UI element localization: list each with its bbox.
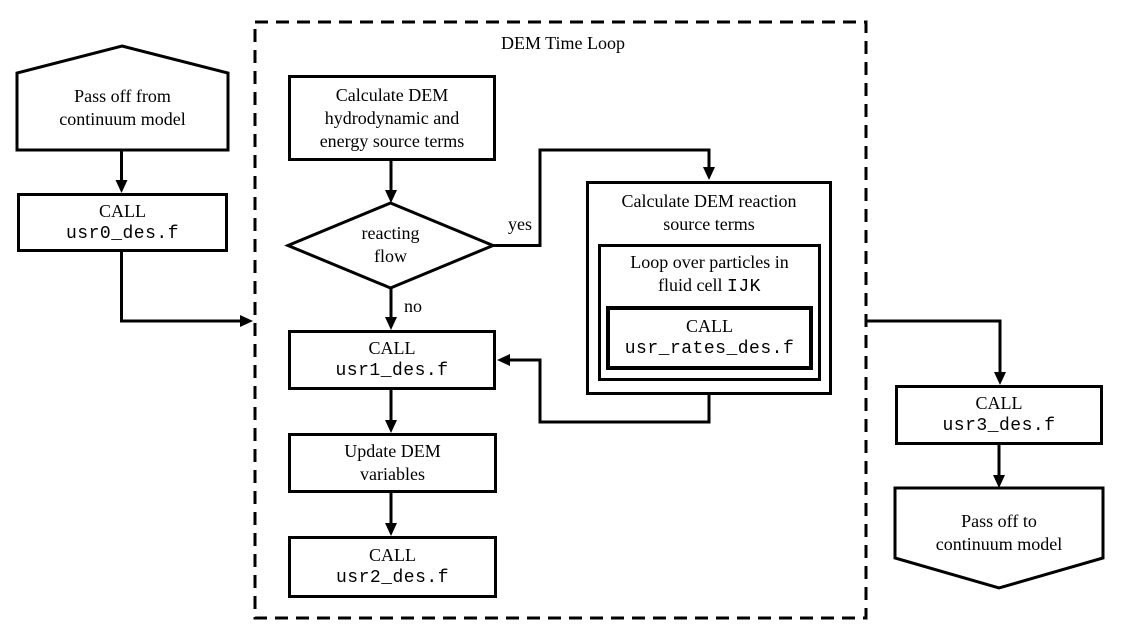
arrow-reaction-to-usr1	[497, 354, 711, 424]
decision-line1: reacting	[361, 223, 420, 243]
usr2-call-label: CALL	[369, 545, 416, 565]
update-line2: variables	[360, 464, 425, 484]
usr1-code-label: usr1_des.f	[335, 361, 449, 381]
calc-line1: Calculate DEM	[335, 84, 449, 105]
decision-line2: flow	[374, 246, 407, 266]
usr0-code-label: usr0_des.f	[65, 223, 180, 244]
reaction-line1: Calculate DEM reaction	[621, 191, 797, 211]
no-label: no	[404, 296, 422, 316]
usr0-box: CALL usr0_des.f	[17, 193, 228, 252]
arrow-usr0-to-loop	[120, 252, 253, 327]
dem-time-loop-title: DEM Time Loop	[500, 33, 626, 53]
usr1-call-label: CALL	[368, 338, 416, 358]
arrow-yes-to-reaction	[493, 148, 715, 247]
arrow-loop-to-usr3	[865, 319, 1006, 385]
usr-rates-call-label: CALL	[686, 316, 733, 336]
pass-to-shape	[893, 486, 1105, 590]
reaction-source-box: Calculate DEM reaction source terms Loop…	[586, 181, 832, 395]
pass-to-line1: Pass off to	[961, 511, 1037, 531]
pass-from-shape	[15, 44, 230, 152]
particle-loop-line2: fluid cell IJK	[658, 274, 761, 299]
reaction-line2: source terms	[663, 214, 755, 234]
particle-loop-box: Loop over particles in fluid cell IJK CA…	[598, 244, 821, 381]
usr0-call-label: CALL	[99, 200, 146, 221]
pass-from-line1: Pass off from	[74, 86, 171, 106]
usr3-box: CALL usr3_des.f	[895, 385, 1103, 445]
update-line1: Update DEM	[344, 441, 441, 461]
usr-rates-code-label: usr_rates_des.f	[624, 339, 795, 359]
usr3-call-label: CALL	[975, 393, 1023, 413]
usr2-code-label: usr2_des.f	[335, 568, 450, 588]
calc-line2: hydrodynamic and	[324, 107, 460, 128]
usr2-box: CALL usr2_des.f	[288, 536, 497, 598]
particle-loop-cell-code: IJK	[727, 277, 761, 297]
connector-arrows	[115, 148, 1006, 536]
pass-to-label: Pass off to continuum model	[895, 510, 1103, 556]
decision-diamond-shape	[284, 201, 497, 290]
decision-label: reacting flow	[288, 222, 493, 268]
pass-to-line2: continuum model	[935, 534, 1063, 554]
pass-from-line2: continuum model	[59, 109, 186, 129]
pass-from-label: Pass off from continuum model	[17, 85, 228, 131]
usr3-code-label: usr3_des.f	[942, 416, 1056, 436]
particle-loop-line2-text: fluid cell	[658, 275, 728, 295]
calc-hydro-box: Calculate DEM hydrodynamic and energy so…	[288, 75, 496, 161]
particle-loop-line1: Loop over particles in	[630, 252, 789, 272]
usr-rates-box: CALL usr_rates_des.f	[606, 306, 813, 370]
calc-line3: energy source terms	[319, 130, 465, 151]
usr1-box: CALL usr1_des.f	[288, 330, 496, 390]
update-variables-box: Update DEM variables	[288, 433, 497, 493]
yes-label: yes	[508, 214, 532, 234]
